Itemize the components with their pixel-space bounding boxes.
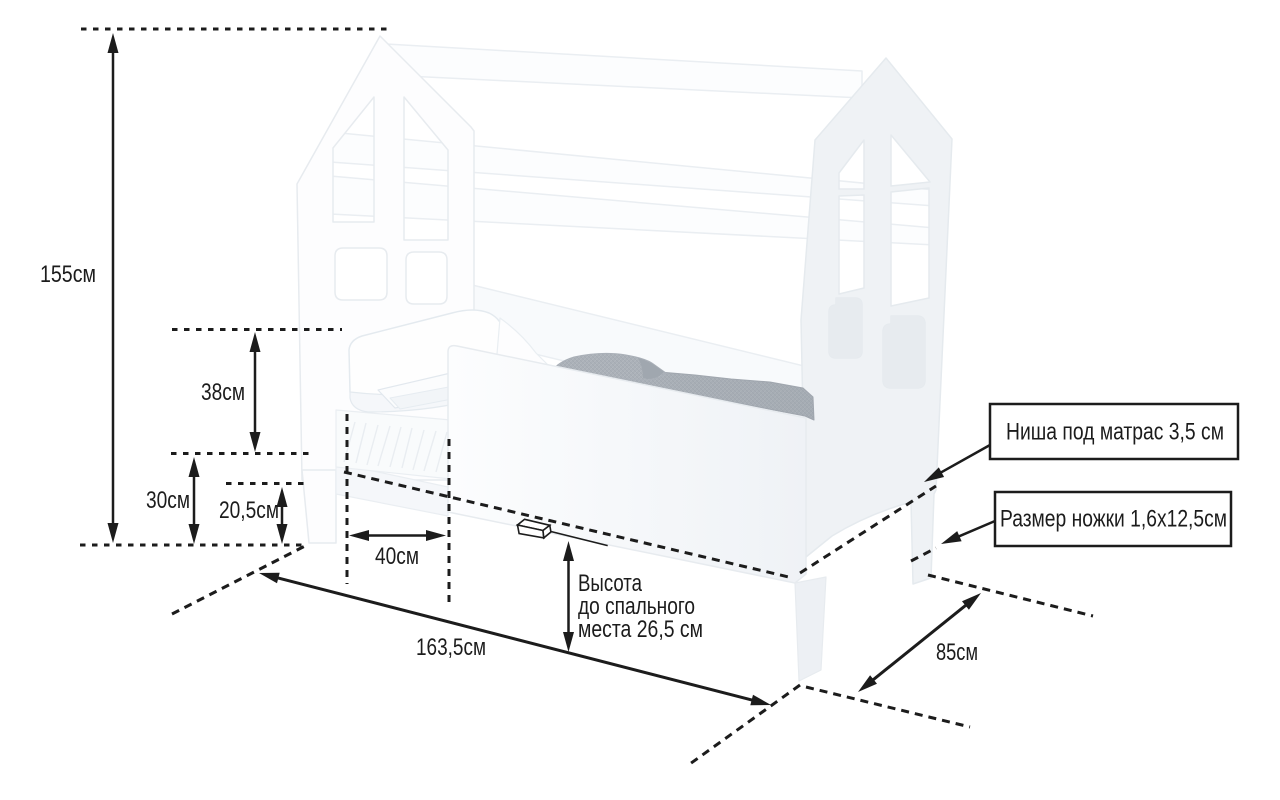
svg-text:Размер ножки 1,6х12,5см: Размер ножки 1,6х12,5см <box>1000 506 1227 533</box>
svg-text:20,5см: 20,5см <box>219 497 279 524</box>
svg-text:85см: 85см <box>936 639 978 666</box>
svg-text:до спального: до спального <box>578 593 695 620</box>
svg-text:40см: 40см <box>375 543 419 570</box>
svg-text:38см: 38см <box>201 379 245 406</box>
svg-text:30см: 30см <box>146 487 190 514</box>
svg-text:Ниша под матрас 3,5 см: Ниша под матрас 3,5 см <box>1006 419 1224 446</box>
svg-text:155см: 155см <box>40 261 96 288</box>
svg-text:Высота: Высота <box>578 570 643 597</box>
svg-text:места 26,5 см: места 26,5 см <box>578 616 703 643</box>
svg-text:163,5см: 163,5см <box>416 634 486 661</box>
